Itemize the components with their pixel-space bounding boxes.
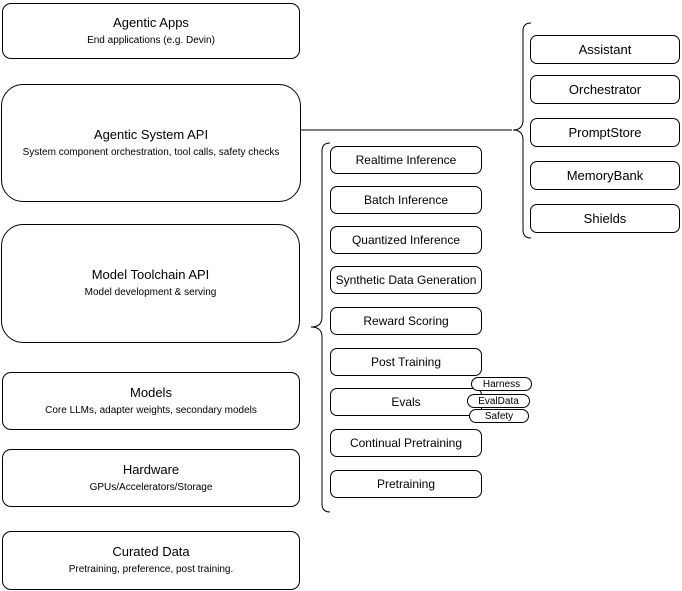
node-label: Evals <box>391 395 421 409</box>
node-label: Orchestrator <box>568 82 642 97</box>
tag-harness: Harness <box>471 377 532 391</box>
node-title: Curated Data <box>112 544 190 559</box>
node-models: Models Core LLMs, adapter weights, secon… <box>2 372 300 430</box>
node-subtitle: Core LLMs, adapter weights, secondary mo… <box>45 404 257 416</box>
node-label: Shields <box>583 211 627 226</box>
node-post-training: Post Training <box>330 348 482 376</box>
node-title: Models <box>130 384 172 400</box>
node-label: Batch Inference <box>363 193 449 207</box>
node-label: Realtime Inference <box>355 153 457 167</box>
system-group-brace <box>512 22 532 239</box>
tag-evaldata: EvalData <box>467 394 530 408</box>
node-quantized-inference: Quantized Inference <box>330 226 482 254</box>
node-label: Assistant <box>578 42 632 57</box>
node-subtitle: Model development & serving <box>84 287 217 298</box>
node-hardware: Hardware GPUs/Accelerators/Storage <box>2 449 300 507</box>
node-label: Continual Pretraining <box>349 436 463 450</box>
node-agentic-apps: Agentic Apps End applications (e.g. Devi… <box>2 3 300 59</box>
node-continual-pretraining: Continual Pretraining <box>330 429 482 457</box>
node-evals: Evals <box>330 388 482 416</box>
node-subtitle: End applications (e.g. Devin) <box>87 34 215 46</box>
node-title: Agentic Apps <box>113 14 189 30</box>
node-orchestrator: Orchestrator <box>530 75 680 104</box>
node-agentic-system-api: Agentic System API System component orch… <box>1 84 301 202</box>
node-label: Pretraining <box>376 477 436 491</box>
node-title: Hardware <box>122 461 180 477</box>
node-reward-scoring: Reward Scoring <box>330 307 482 335</box>
tag-label: EvalData <box>478 395 519 407</box>
node-subtitle: Pretraining, preference, post training. <box>68 564 234 575</box>
node-title: Agentic System API <box>93 126 209 142</box>
tag-label: Safety <box>484 410 514 422</box>
node-label: PromptStore <box>568 125 642 140</box>
tag-label: Harness <box>482 378 521 390</box>
node-shields: Shields <box>530 204 680 233</box>
node-label: MemoryBank <box>566 168 644 183</box>
node-label: Post Training <box>370 355 442 369</box>
node-label: Reward Scoring <box>363 314 449 328</box>
node-title: Model Toolchain API <box>91 267 210 282</box>
node-model-toolchain-api: Model Toolchain API Model development & … <box>1 224 300 343</box>
node-curated-data: Curated Data Pretraining, preference, po… <box>2 531 300 590</box>
tag-safety: Safety <box>469 409 529 423</box>
node-pretraining: Pretraining <box>330 470 482 498</box>
node-label: Synthetic Data Generation <box>335 273 477 287</box>
node-label: Quantized Inference <box>351 233 461 247</box>
node-realtime-inference: Realtime Inference <box>330 146 482 174</box>
node-batch-inference: Batch Inference <box>330 186 482 214</box>
node-memorybank: MemoryBank <box>530 161 680 190</box>
node-synthetic-data-generation: Synthetic Data Generation <box>330 266 482 294</box>
node-promptstore: PromptStore <box>530 118 680 147</box>
node-subtitle: GPUs/Accelerators/Storage <box>89 481 213 493</box>
node-assistant: Assistant <box>530 35 680 64</box>
node-subtitle: System component orchestration, tool cal… <box>22 146 280 158</box>
toolchain-group-brace <box>310 142 331 513</box>
